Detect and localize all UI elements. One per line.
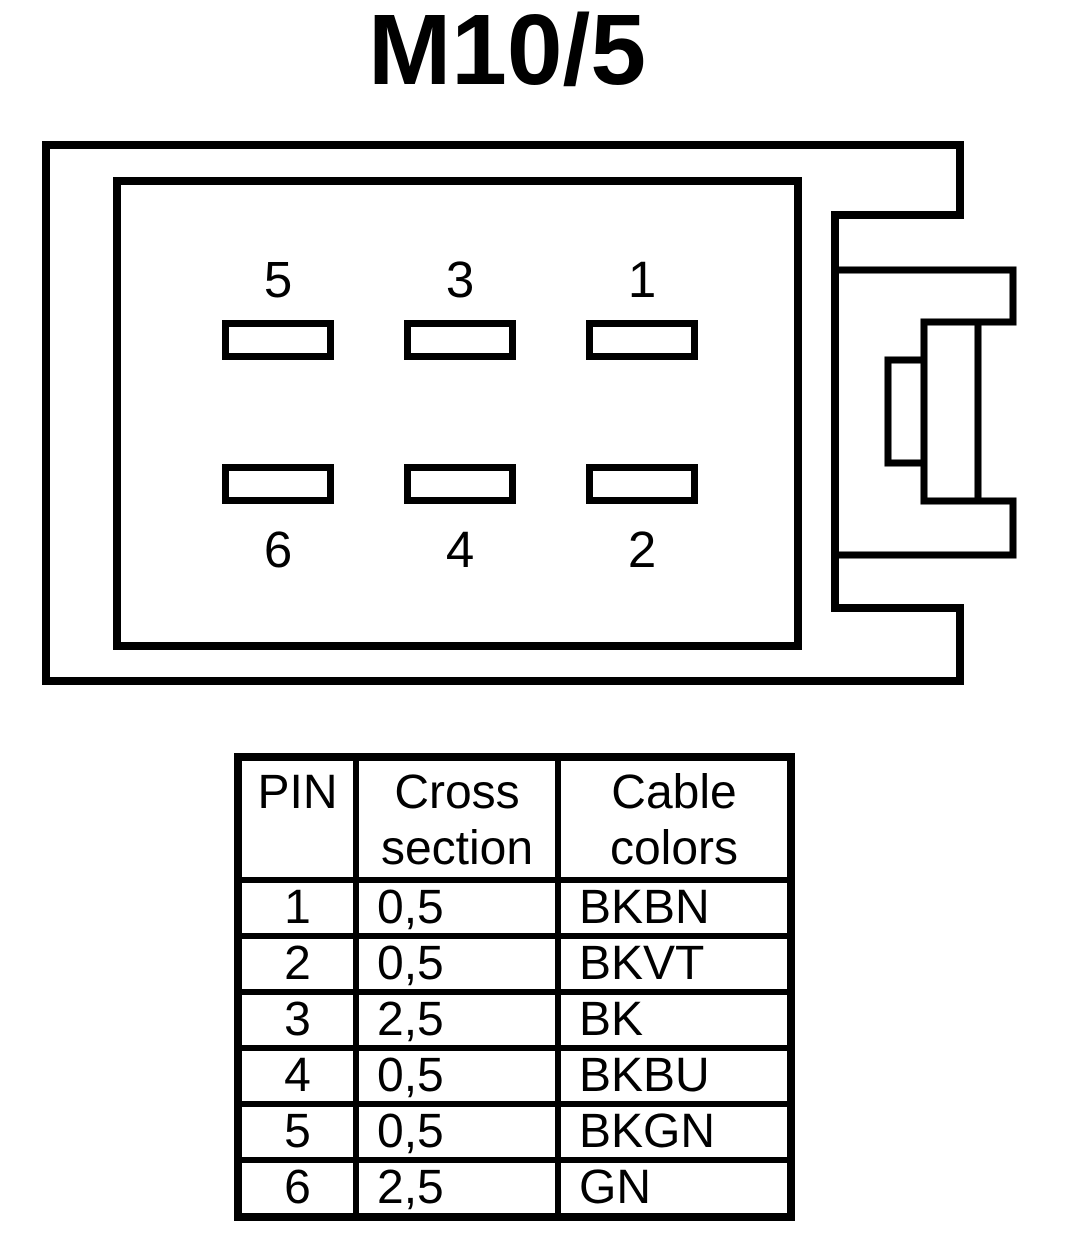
cable-color-cell: BK — [555, 989, 794, 1051]
table-row: 2 0,5 BKVT — [235, 933, 794, 995]
cross-section-cell: 0,5 — [353, 1045, 561, 1107]
pin-label-4: 4 — [445, 521, 475, 578]
cross-section-cell: 0,5 — [353, 1101, 561, 1163]
cross-section-cell: 2,5 — [353, 1157, 561, 1220]
pin-number-cell: 2 — [235, 933, 359, 995]
pin-slot-2 — [586, 464, 698, 504]
pin-number-cell: 1 — [235, 877, 359, 939]
table-row: 4 0,5 BKBU — [235, 1045, 794, 1107]
pin-slot-6 — [222, 464, 334, 504]
table-row: 6 2,5 GN — [235, 1157, 794, 1220]
cross-section-cell: 2,5 — [353, 989, 561, 1051]
pin-slot-3 — [404, 320, 516, 360]
table-header-row: PIN Cross section Cable colors — [235, 754, 794, 883]
cable-color-cell: GN — [555, 1157, 794, 1220]
pin-number-cell: 5 — [235, 1101, 359, 1163]
col-header-pin: PIN — [235, 754, 359, 883]
pin-slot-5 — [222, 320, 334, 360]
cable-color-cell: BKBN — [555, 877, 794, 939]
housing-outer-outline — [42, 141, 964, 685]
col-header-cable-colors: Cable colors — [555, 754, 794, 883]
latch-key-rect — [884, 356, 928, 467]
pinout-table: PIN Cross section Cable colors 1 0,5 BKB… — [234, 753, 795, 1221]
page-title: M10/5 — [368, 0, 646, 106]
pin-number-cell: 3 — [235, 989, 359, 1051]
connector-face-rect — [113, 177, 802, 650]
cross-section-cell: 0,5 — [353, 933, 561, 995]
pin-number-cell: 4 — [235, 1045, 359, 1107]
cable-color-cell: BKGN — [555, 1101, 794, 1163]
table-row: 1 0,5 BKBN — [235, 877, 794, 939]
cross-section-cell: 0,5 — [353, 877, 561, 939]
pin-label-1: 1 — [627, 251, 657, 308]
col-header-cross-section: Cross section — [353, 754, 561, 883]
table-row: 5 0,5 BKGN — [235, 1101, 794, 1163]
pin-label-5: 5 — [263, 251, 293, 308]
cable-color-cell: BKVT — [555, 933, 794, 995]
pin-label-3: 3 — [445, 251, 475, 308]
pin-number-cell: 6 — [235, 1157, 359, 1220]
pin-label-2: 2 — [627, 521, 657, 578]
pin-slot-1 — [586, 320, 698, 360]
cable-color-cell: BKBU — [555, 1045, 794, 1107]
table-row: 3 2,5 BK — [235, 989, 794, 1051]
pin-label-6: 6 — [263, 521, 293, 578]
pin-slot-4 — [404, 464, 516, 504]
